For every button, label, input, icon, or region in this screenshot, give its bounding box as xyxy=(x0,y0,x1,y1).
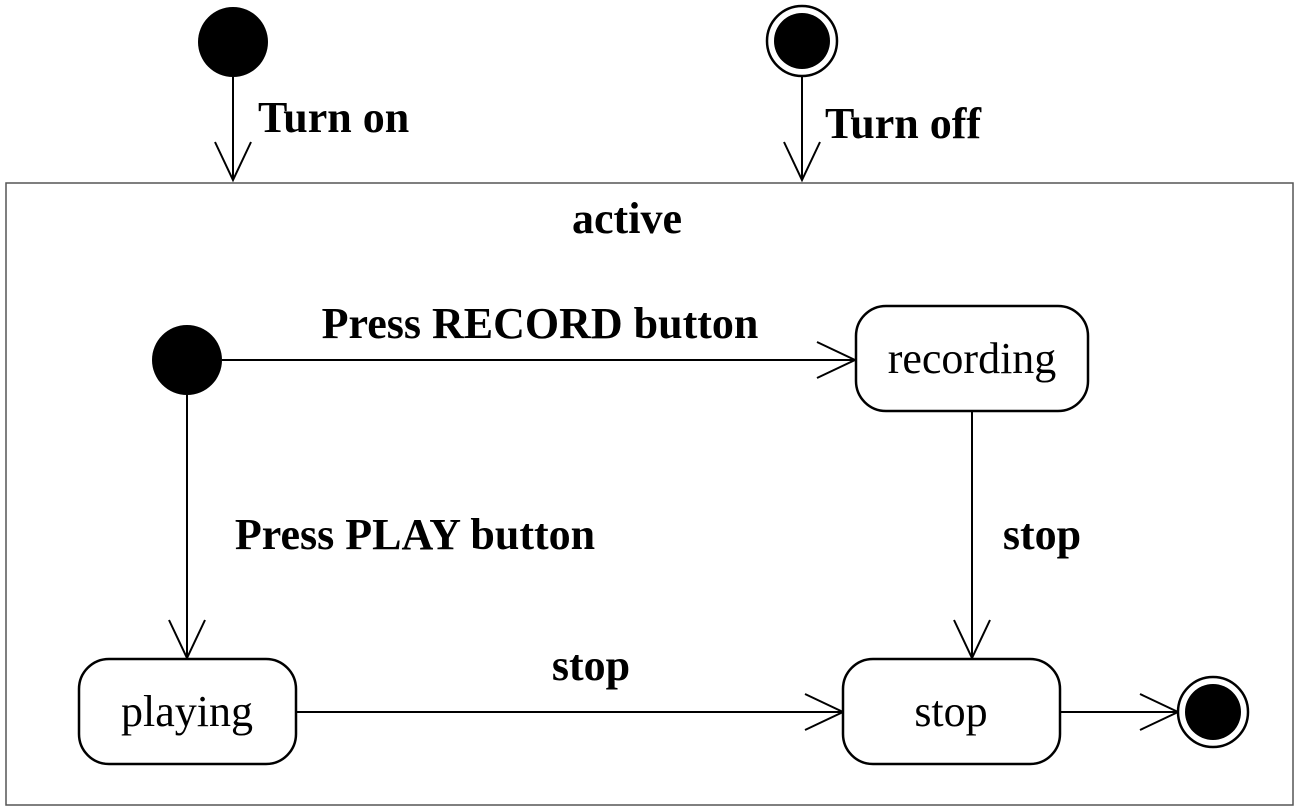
turn-off-label: Turn off xyxy=(825,99,982,148)
state-recording-label: recording xyxy=(888,334,1057,383)
recording-to-stop-label: stop xyxy=(1003,510,1081,559)
inner-final-node-inner xyxy=(1185,684,1241,740)
composite-state-active-frame xyxy=(5,182,1294,806)
final-node-turn-off-inner xyxy=(774,13,830,69)
press-play-label: Press PLAY button xyxy=(235,510,595,559)
state-stop-label: stop xyxy=(914,687,987,736)
turn-on-arrow-head xyxy=(214,141,252,183)
inner-initial-node xyxy=(152,325,222,395)
turn-off-arrow-head xyxy=(783,141,821,183)
composite-state-label: active xyxy=(572,194,682,243)
state-playing-label: playing xyxy=(121,687,253,736)
turn-on-label: Turn on xyxy=(258,93,409,142)
press-record-label: Press RECORD button xyxy=(322,299,759,348)
initial-node-turn-on xyxy=(198,7,268,77)
playing-to-stop-label: stop xyxy=(552,641,630,690)
